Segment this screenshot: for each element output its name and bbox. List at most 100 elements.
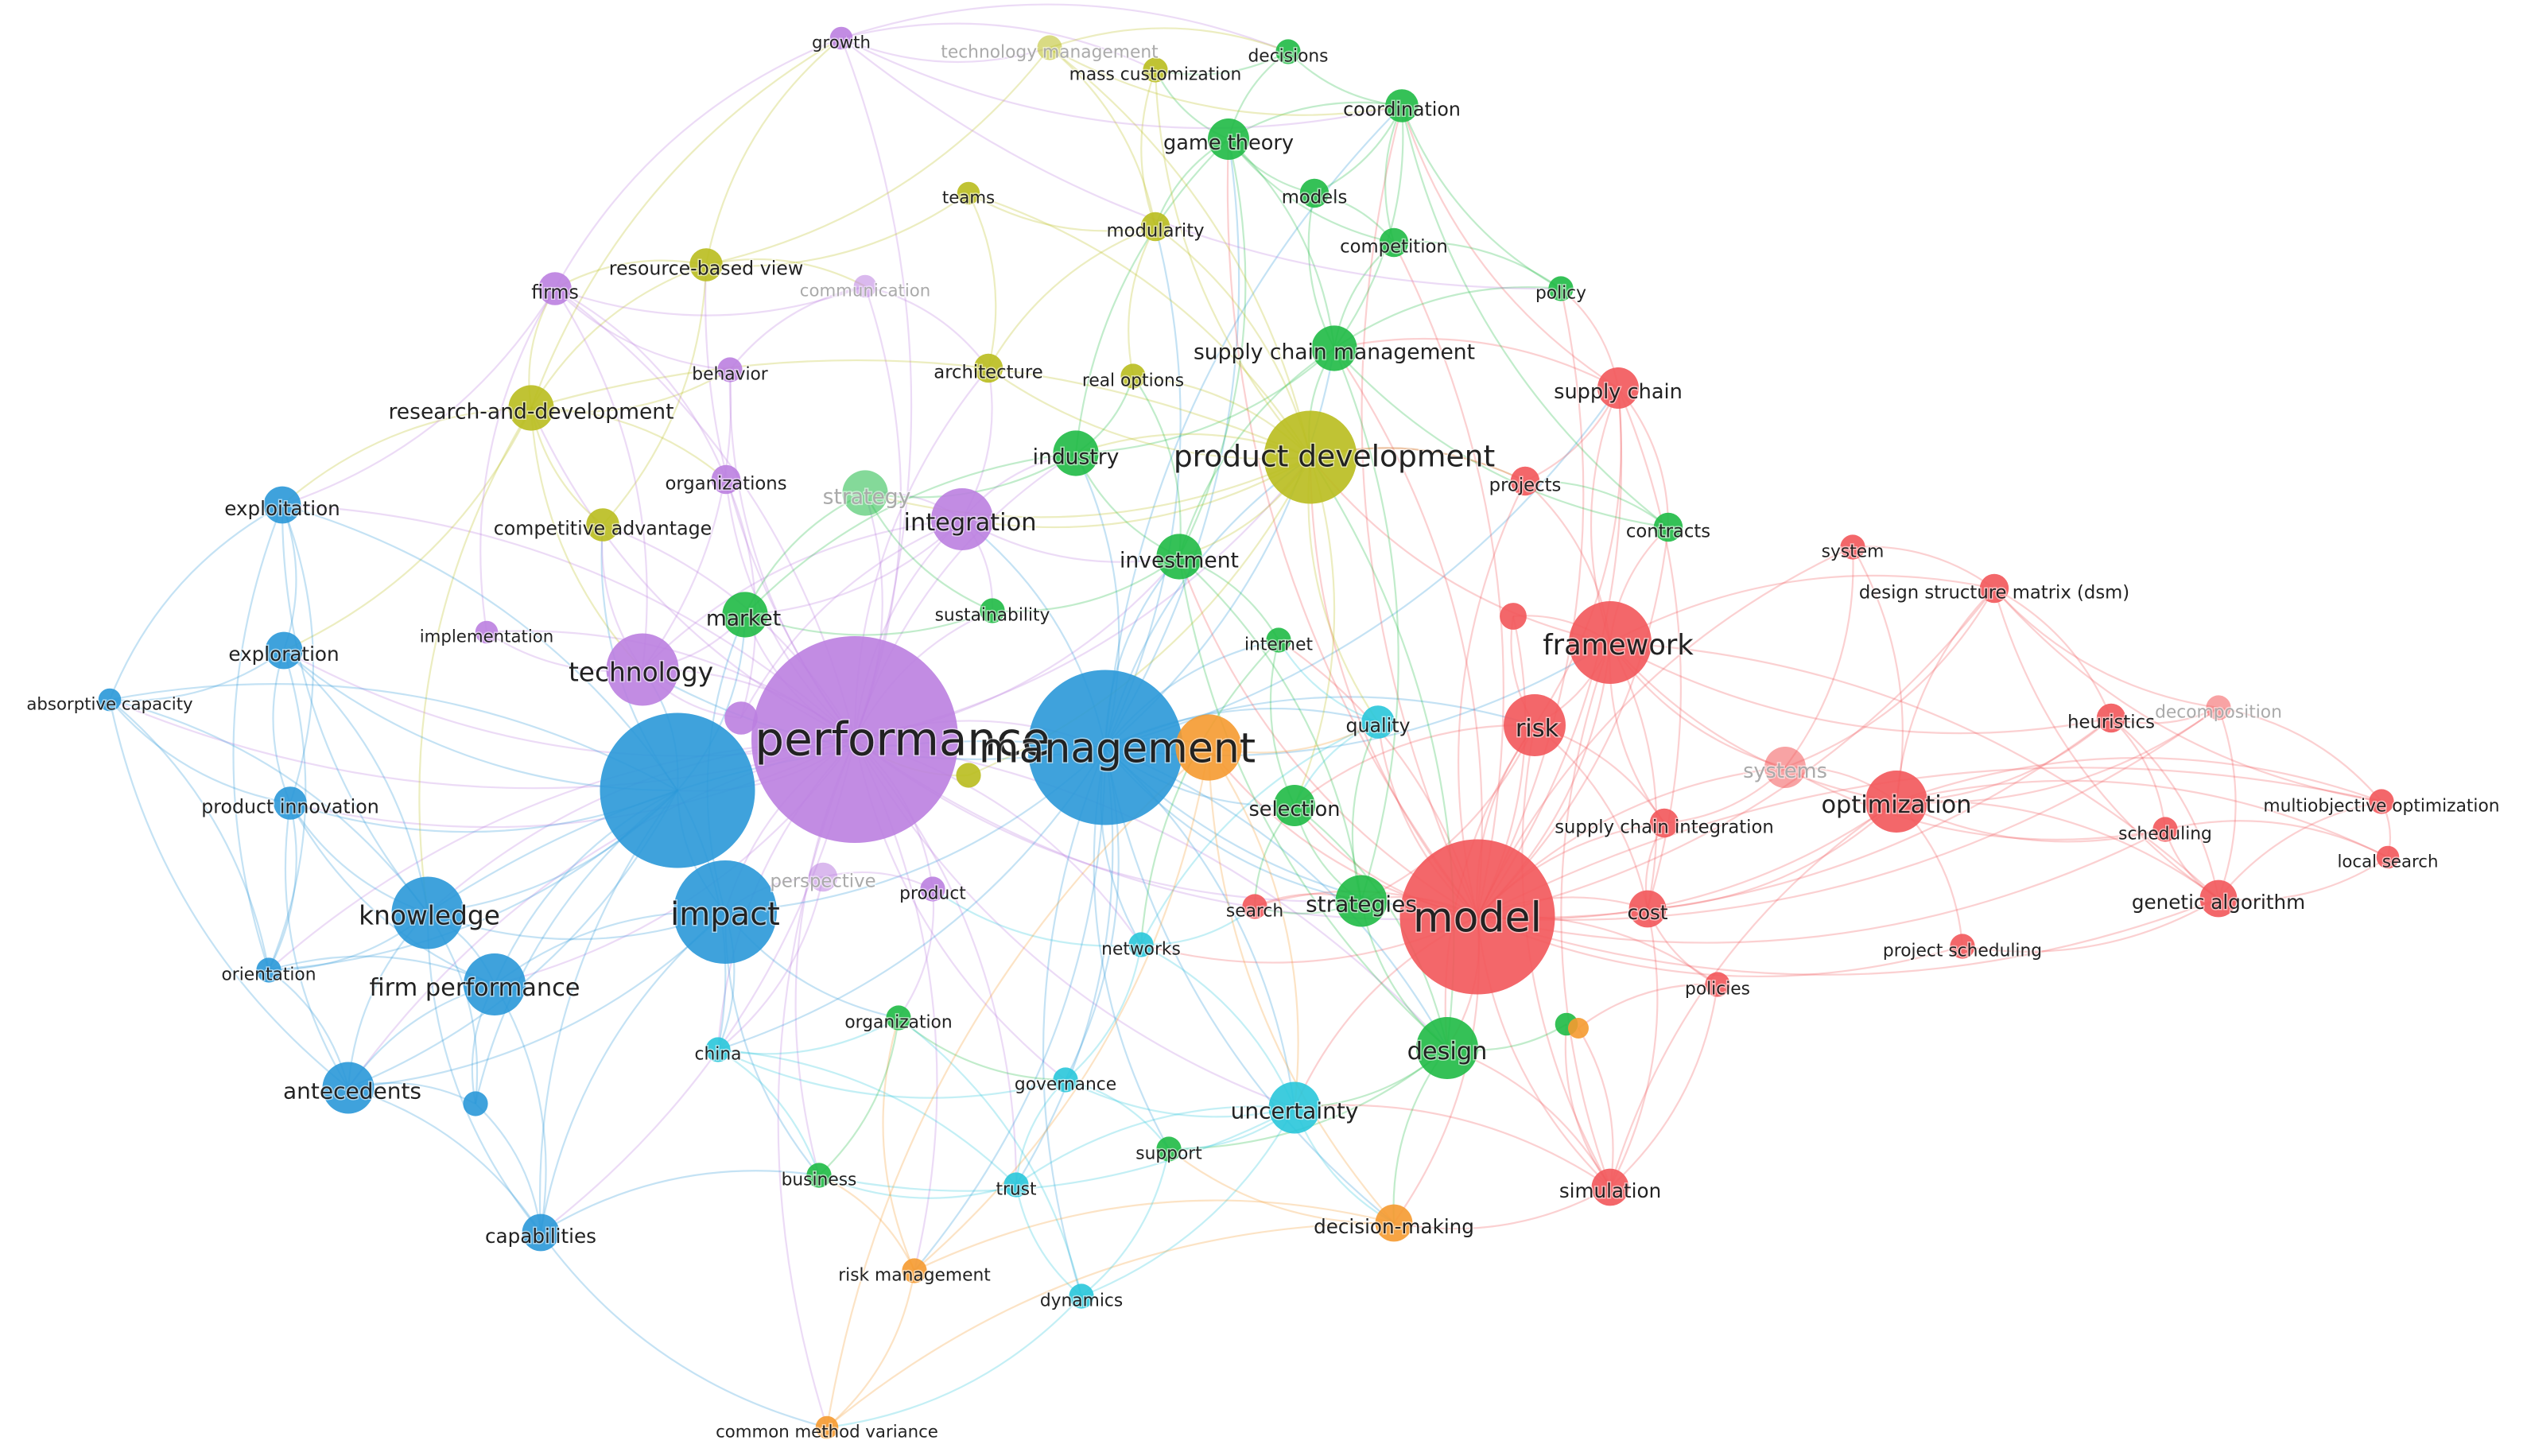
node-project-scheduling[interactable] [1950, 934, 1975, 959]
node-supply-chain-integration[interactable] [1649, 808, 1679, 838]
node-real-options[interactable] [1120, 363, 1146, 389]
node-decisions[interactable] [1275, 39, 1301, 64]
node-framework[interactable] [1569, 601, 1652, 684]
node-firm-performance[interactable] [464, 953, 526, 1015]
node-competition[interactable] [1379, 227, 1409, 258]
node-design-structure-matrix-dsm[interactable] [1979, 573, 2009, 604]
node-supply-chain[interactable] [1597, 367, 1639, 409]
node-behavior[interactable] [717, 357, 743, 382]
node-market[interactable] [722, 592, 768, 638]
node-support[interactable] [1156, 1136, 1182, 1162]
node-simulation[interactable] [1591, 1168, 1629, 1206]
node-red-small[interactable] [1500, 603, 1527, 630]
node-technology[interactable] [606, 633, 679, 706]
node-trust[interactable] [1003, 1172, 1029, 1198]
edge-game-theory-competition [1228, 138, 1395, 244]
node-policies[interactable] [1705, 972, 1730, 997]
node-strategy[interactable] [842, 470, 888, 516]
node-quality[interactable] [1361, 705, 1395, 739]
node-networks[interactable] [1128, 932, 1154, 957]
node-label-genetic-algorithm: genetic algorithm [2132, 891, 2305, 914]
node-local-search[interactable] [2376, 845, 2400, 869]
node-technology-management[interactable] [1037, 35, 1062, 60]
node-organizations[interactable] [711, 464, 741, 495]
node-cost[interactable] [1628, 890, 1667, 928]
edge-policies-orange-small [1578, 983, 1718, 1029]
node-exploration[interactable] [265, 631, 303, 670]
node-perspective[interactable] [808, 862, 838, 892]
node-orange-hub[interactable] [1175, 714, 1242, 781]
node-research-and-development[interactable] [508, 385, 554, 431]
node-resource-based-view[interactable] [689, 248, 723, 281]
edge-management-modularity [1104, 226, 1182, 748]
node-investment[interactable] [1156, 534, 1202, 580]
node-performance[interactable] [751, 636, 958, 843]
node-business[interactable] [806, 1163, 832, 1188]
node-selection[interactable] [1274, 785, 1315, 826]
node-risk[interactable] [1504, 694, 1566, 756]
node-mass-customization[interactable] [1143, 57, 1168, 83]
node-strategies[interactable] [1335, 875, 1388, 927]
node-competitive-advantage[interactable] [586, 508, 619, 542]
node-blue-hub[interactable] [600, 712, 755, 868]
node-optimization[interactable] [1865, 771, 1927, 833]
node-antecedents[interactable] [322, 1062, 375, 1114]
node-label-growth: growth [812, 33, 871, 52]
node-scheduling[interactable] [2152, 817, 2178, 842]
node-label-organizations: organizations [665, 474, 786, 495]
node-system[interactable] [1840, 534, 1865, 560]
node-impact[interactable] [673, 860, 777, 964]
node-game-theory[interactable] [1208, 118, 1249, 160]
node-integration[interactable] [931, 488, 993, 550]
node-sustainability[interactable] [980, 598, 1005, 623]
node-genetic-algorithm[interactable] [2199, 879, 2238, 918]
node-firms[interactable] [538, 272, 572, 305]
node-implementation[interactable] [475, 620, 499, 644]
node-product-development[interactable] [1264, 410, 1357, 504]
node-capabilities[interactable] [522, 1213, 560, 1252]
node-design[interactable] [1416, 1017, 1478, 1079]
edge-model-design-structure-matrix-dsm [1477, 588, 1995, 918]
node-heuristics[interactable] [2096, 703, 2126, 733]
node-internet[interactable] [1266, 627, 1291, 653]
node-management[interactable] [1027, 670, 1183, 825]
node-china[interactable] [705, 1037, 731, 1062]
node-decision-making[interactable] [1375, 1204, 1413, 1242]
node-decomposition[interactable] [2206, 695, 2231, 720]
node-models[interactable] [1299, 178, 1329, 208]
node-product-innovation[interactable] [274, 786, 307, 820]
node-blue-small[interactable] [463, 1091, 488, 1116]
node-purple-small[interactable] [724, 701, 758, 735]
node-communication[interactable] [853, 274, 877, 298]
node-growth[interactable] [829, 26, 853, 50]
node-governance[interactable] [1053, 1067, 1078, 1093]
node-policy[interactable] [1548, 276, 1574, 301]
node-knowledge[interactable] [391, 876, 464, 949]
node-label-policies: policies [1685, 979, 1750, 999]
node-product[interactable] [920, 876, 945, 902]
node-industry[interactable] [1053, 430, 1099, 476]
node-orientation[interactable] [256, 957, 281, 983]
node-dynamics[interactable] [1069, 1283, 1094, 1309]
node-supply-chain-management[interactable] [1311, 325, 1357, 371]
node-organization[interactable] [886, 1005, 911, 1031]
node-search[interactable] [1242, 894, 1267, 919]
node-orange-small[interactable] [1568, 1018, 1589, 1039]
node-yellow-small[interactable] [956, 763, 981, 788]
node-label-real-options: real options [1082, 371, 1184, 390]
node-uncertainty[interactable] [1268, 1081, 1321, 1134]
node-multiobjective-optimization[interactable] [2369, 789, 2394, 814]
node-absorptive-capacity[interactable] [98, 688, 122, 712]
node-model[interactable] [1399, 839, 1555, 995]
edge-research-and-development-technology [530, 407, 643, 670]
node-teams[interactable] [957, 181, 980, 205]
node-architecture[interactable] [973, 353, 1003, 383]
node-systems[interactable] [1764, 747, 1806, 788]
node-risk-management[interactable] [902, 1258, 927, 1283]
node-modularity[interactable] [1140, 212, 1170, 242]
node-exploitation[interactable] [263, 486, 301, 524]
node-coordination[interactable] [1385, 89, 1419, 122]
node-projects[interactable] [1510, 466, 1540, 496]
node-contracts[interactable] [1653, 512, 1683, 542]
node-common-method-variance[interactable] [815, 1415, 839, 1439]
